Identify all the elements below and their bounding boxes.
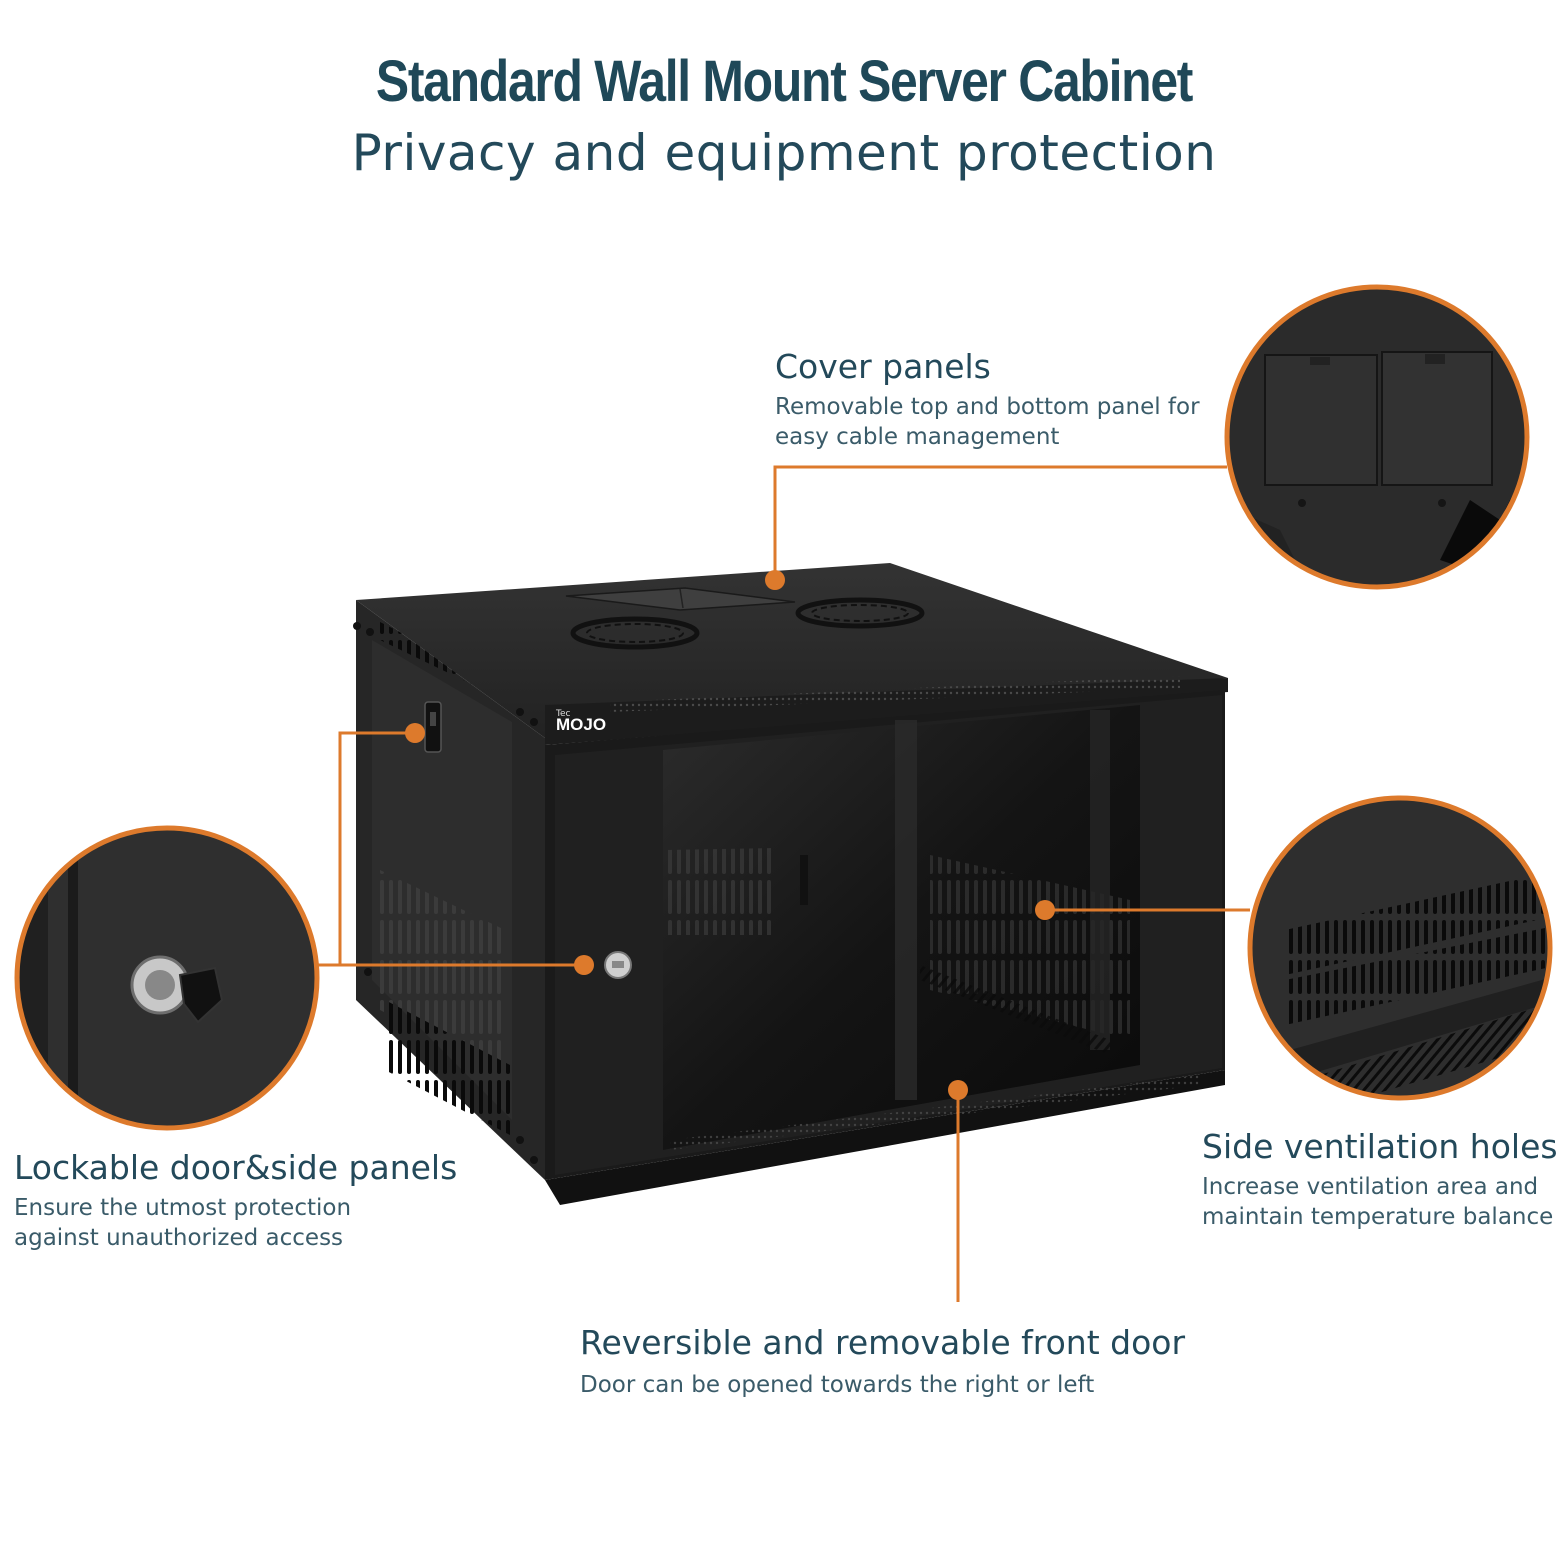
fan-vent xyxy=(570,616,700,650)
feature-desc-line: Ensure the utmost protection xyxy=(14,1195,352,1221)
feature-desc-line: Door can be opened towards the right or … xyxy=(580,1372,1095,1398)
fan-vent xyxy=(795,597,925,629)
zoom-cover-panels xyxy=(1224,284,1530,590)
callout-lines xyxy=(318,465,1250,1302)
zoom-ventilation xyxy=(1247,795,1553,1101)
page-subtitle: Privacy and equipment protection xyxy=(351,124,1217,182)
logo-small-text: Tec xyxy=(555,709,571,719)
feature-desc-line: Increase ventilation area and xyxy=(1202,1174,1539,1200)
page-title: Standard Wall Mount Server Cabinet xyxy=(375,49,1194,114)
feature-title: Lockable door&side panels xyxy=(14,1148,458,1187)
top-cover-panel xyxy=(565,587,796,611)
brand-logo: MOJO xyxy=(556,715,606,734)
feature-ventilation: Side ventilation holes Increase ventilat… xyxy=(1202,1127,1558,1232)
feature-desc-line: maintain temperature balance xyxy=(1202,1204,1554,1230)
side-lock-icon xyxy=(424,701,442,753)
feature-lockable: Lockable door&side panels Ensure the utm… xyxy=(14,1148,457,1253)
zoom-lock xyxy=(14,825,320,1131)
feature-cover-panels: Cover panels Removable top and bottom pa… xyxy=(775,347,1200,452)
feature-title: Cover panels xyxy=(775,347,991,386)
feature-front-door: Reversible and removable front door Door… xyxy=(580,1323,1185,1400)
feature-title: Side ventilation holes xyxy=(1202,1127,1558,1166)
feature-title: Reversible and removable front door xyxy=(580,1323,1186,1362)
feature-desc-line: against unauthorized access xyxy=(14,1225,344,1251)
server-cabinet: Tec MOJO xyxy=(353,563,1228,1205)
key-icon xyxy=(178,966,224,1024)
callout-dots xyxy=(405,570,1055,1100)
feature-desc-line: easy cable management xyxy=(775,424,1060,450)
feature-desc-line: Removable top and bottom panel for xyxy=(775,394,1200,420)
